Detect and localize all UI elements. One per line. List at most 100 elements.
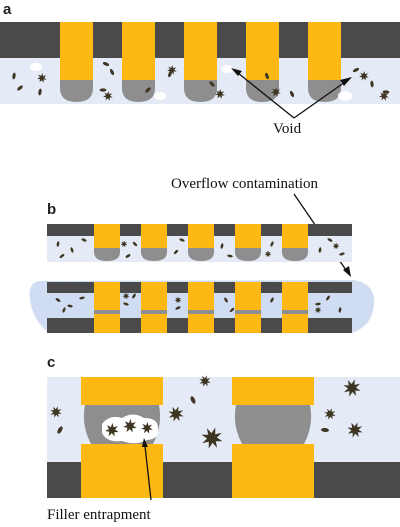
solder-joint: [94, 310, 120, 314]
filler-particle: [123, 419, 137, 433]
copper-pillar: [235, 282, 261, 310]
void-label: Void: [273, 121, 302, 137]
solder-cap: [308, 80, 341, 102]
solder-joint: [235, 310, 261, 314]
copper-pillar: [282, 282, 308, 310]
panel-b-letter: b: [47, 201, 56, 218]
filler-particle: [220, 243, 224, 249]
filler-particle: [168, 406, 184, 422]
entrapment-arrow: [144, 445, 152, 501]
solder-joint: [188, 310, 214, 314]
filler-particle: [122, 292, 130, 300]
solder-cap: [141, 248, 167, 261]
overflow-arrowhead: [343, 266, 351, 277]
copper-pillar: [184, 22, 217, 80]
filler-particle: [379, 91, 389, 101]
panel-b-bottom-bumps: [94, 282, 308, 333]
filler-particle: [17, 85, 23, 91]
filler-particle: [70, 247, 74, 253]
substrate-pad: [235, 314, 261, 333]
copper-pillar: [188, 224, 214, 248]
void-arrowhead-right: [340, 77, 352, 86]
filler-particle: [201, 427, 223, 449]
filler-particle: [102, 62, 110, 66]
filler-particle: [190, 396, 196, 404]
copper-pillar: [141, 224, 167, 248]
copper-pillar: [235, 224, 261, 248]
copper-pillar: [141, 282, 167, 310]
void-arrowhead-left: [231, 68, 242, 76]
filler-particle: [145, 87, 151, 93]
filler-particle: [271, 87, 281, 97]
filler-particle: [327, 238, 333, 242]
filler-particle: [352, 67, 360, 73]
filler-particle: [79, 296, 85, 300]
filler-particle: [81, 238, 87, 242]
copper-pillar: [246, 22, 279, 80]
filler-particle: [50, 406, 62, 418]
filler-particle: [167, 65, 177, 75]
entrapped-fillers: [105, 419, 153, 437]
filler-particle: [315, 302, 321, 306]
void-bubble: [338, 91, 352, 101]
solder-cap: [122, 80, 155, 102]
filler-particle: [62, 307, 66, 313]
solder-cap: [94, 248, 120, 261]
solder-joint: [282, 310, 308, 314]
filler-particle: [55, 298, 61, 302]
filler-particle: [109, 68, 115, 76]
void-bubble: [221, 65, 233, 73]
solder-cap: [188, 248, 214, 261]
entrapment-arrowhead: [142, 438, 148, 447]
overflow-contamination-label: Overflow contamination: [171, 176, 319, 192]
filler-particle: [347, 422, 363, 438]
filler-particle: [199, 375, 211, 387]
copper-pillar: [122, 22, 155, 80]
filler-particle: [324, 408, 336, 420]
panel-b-top-bumps: [94, 224, 308, 261]
copper-pillar: [81, 377, 163, 405]
filler-particle: [215, 89, 225, 99]
copper-pillar: [94, 282, 120, 310]
void-bubble: [30, 63, 42, 71]
substrate-pad: [282, 314, 308, 333]
filler-particle: [326, 295, 330, 301]
filler-particle: [179, 238, 185, 242]
filler-particle: [125, 254, 131, 258]
substrate-pad: [81, 444, 163, 498]
copper-pillar: [282, 224, 308, 248]
panel-b-bottom-fillers: [55, 292, 342, 314]
panel-a: a Void: [0, 1, 400, 137]
filler-particle: [321, 427, 329, 433]
filler-particle: [227, 254, 233, 258]
solder-cap: [184, 80, 217, 102]
filler-particle: [209, 81, 215, 87]
panel-c: c Filler entrapment: [47, 354, 400, 523]
solder-cap: [234, 405, 312, 444]
filler-particle: [343, 379, 361, 397]
copper-pillar: [188, 282, 214, 310]
filler-particle: [99, 88, 107, 92]
solder-joint: [141, 310, 167, 314]
filler-particle: [370, 80, 374, 88]
filler-particle: [38, 88, 42, 96]
filler-particle: [289, 90, 295, 98]
filler-particle: [37, 73, 47, 83]
filler-particle: [270, 241, 274, 247]
panel-c-fillers: [50, 375, 363, 449]
filler-particle: [141, 422, 153, 434]
solder-cap: [60, 80, 93, 102]
copper-pillar: [60, 22, 93, 80]
substrate-pad: [188, 314, 214, 333]
filler-particle: [314, 306, 322, 314]
filler-particle: [332, 242, 340, 250]
filler-particle: [57, 426, 63, 434]
panel-c-letter: c: [47, 354, 55, 371]
void-arrow-right: [293, 81, 346, 119]
void-bubble: [154, 92, 166, 100]
filler-particle: [12, 72, 16, 80]
filler-particle: [318, 247, 322, 253]
filler-particle: [229, 307, 235, 313]
filler-particle: [338, 307, 342, 313]
